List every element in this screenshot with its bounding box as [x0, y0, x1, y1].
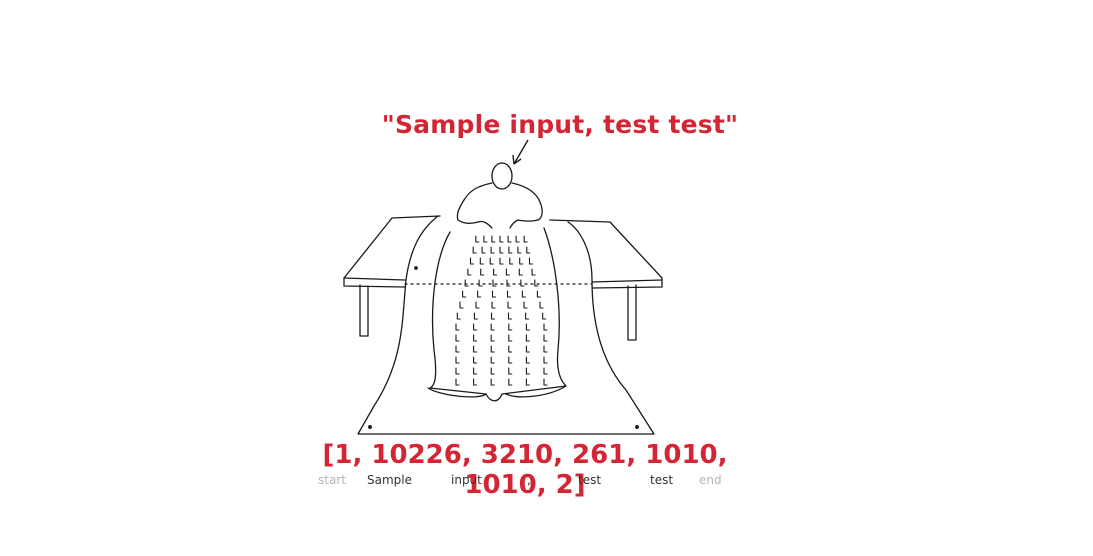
token-glyph [508, 356, 513, 364]
token-glyph [505, 268, 510, 276]
token-glyph [479, 257, 484, 265]
token-glyph [523, 301, 528, 309]
token-comma: , [527, 473, 531, 487]
token-glyph [515, 235, 520, 243]
token-glyph [508, 323, 513, 331]
token-glyph [543, 323, 548, 331]
token-glyph [519, 257, 524, 265]
token-glyph [480, 268, 485, 276]
token-glyph [456, 312, 461, 320]
token-glyph [473, 378, 478, 386]
token-glyph [455, 345, 460, 353]
token-glyph [508, 246, 513, 254]
token-glyph [525, 334, 530, 342]
token-glyph [542, 312, 547, 320]
token-glyph [462, 290, 467, 298]
token-glyph [543, 345, 548, 353]
token-glyph [525, 345, 530, 353]
token-glyph [499, 235, 504, 243]
token-glyph [517, 246, 522, 254]
token-glyph [481, 246, 486, 254]
token-glyph [459, 301, 464, 309]
token-glyph [525, 323, 530, 331]
token-test-2: test [650, 473, 674, 487]
token-glyph [525, 378, 530, 386]
token-glyph [491, 290, 497, 298]
token-start: start [318, 473, 346, 487]
token-test-1: test [578, 473, 602, 487]
token-glyph [455, 367, 460, 375]
token-glyph [475, 301, 480, 309]
token-glyph [506, 290, 512, 298]
token-glyph [507, 312, 513, 320]
token-glyph [526, 246, 531, 254]
token-glyph [455, 334, 460, 342]
token-glyph [464, 279, 469, 287]
token-glyph [455, 323, 460, 331]
token-glyph [499, 246, 504, 254]
token-glyph [523, 235, 528, 243]
token-glyph [534, 279, 539, 287]
token-glyph [475, 235, 480, 243]
token-glyph [525, 356, 530, 364]
token-glyph [473, 356, 478, 364]
token-input: input [451, 473, 482, 487]
token-glyph [493, 268, 498, 276]
token-glyph [469, 257, 475, 265]
token-glyph [536, 290, 541, 298]
token-glyph [455, 356, 460, 364]
token-glyph [489, 257, 494, 265]
arrow-icon [512, 139, 529, 165]
token-glyph [473, 345, 478, 353]
token-glyph [492, 279, 497, 287]
token-glyph [472, 246, 477, 254]
token-glyph [467, 268, 472, 276]
token-glyph [506, 279, 511, 287]
token-glyph [477, 290, 482, 298]
token-glyph [520, 279, 525, 287]
token-glyph [491, 235, 496, 243]
token-glyph [478, 279, 483, 287]
token-glyph [490, 345, 495, 353]
token-glyph [473, 334, 478, 342]
token-glyph [455, 378, 460, 386]
token-glyph [490, 378, 495, 386]
token-glyph [490, 367, 495, 375]
token-glyph [525, 367, 530, 375]
token-glyph [490, 246, 495, 254]
token-glyph [543, 367, 548, 375]
token-glyph [483, 235, 488, 243]
token-glyph [543, 378, 548, 386]
token-glyph [473, 323, 478, 331]
token-glyph [539, 301, 544, 309]
token-glyph [491, 301, 496, 309]
token-glyph [528, 257, 534, 265]
token-end: end [699, 473, 722, 487]
token-glyph [508, 367, 513, 375]
token-ids-label: [1, 10226, 3210, 261, 1010, 1010, 2] [322, 440, 728, 500]
token-glyph [507, 235, 512, 243]
token-glyph [518, 268, 523, 276]
token-glyph [507, 301, 512, 309]
token-glyph [473, 367, 478, 375]
token-glyph [508, 345, 513, 353]
token-glyph [531, 268, 536, 276]
token-glyph [490, 334, 495, 342]
token-glyph [490, 323, 495, 331]
input-text-label: "Sample input, test test" [381, 110, 739, 139]
token-glyph [499, 257, 504, 265]
token-glyph [508, 334, 513, 342]
token-glyph [543, 356, 548, 364]
token-sample: Sample [367, 473, 412, 487]
token-glyph [490, 312, 496, 320]
token-glyph [490, 356, 495, 364]
token-glyph [473, 312, 478, 320]
token-glyph [543, 334, 548, 342]
token-glyph [509, 257, 514, 265]
person-at-table-illustration [343, 162, 663, 435]
token-glyph [508, 378, 513, 386]
token-glyph [525, 312, 530, 320]
token-glyph [521, 290, 526, 298]
